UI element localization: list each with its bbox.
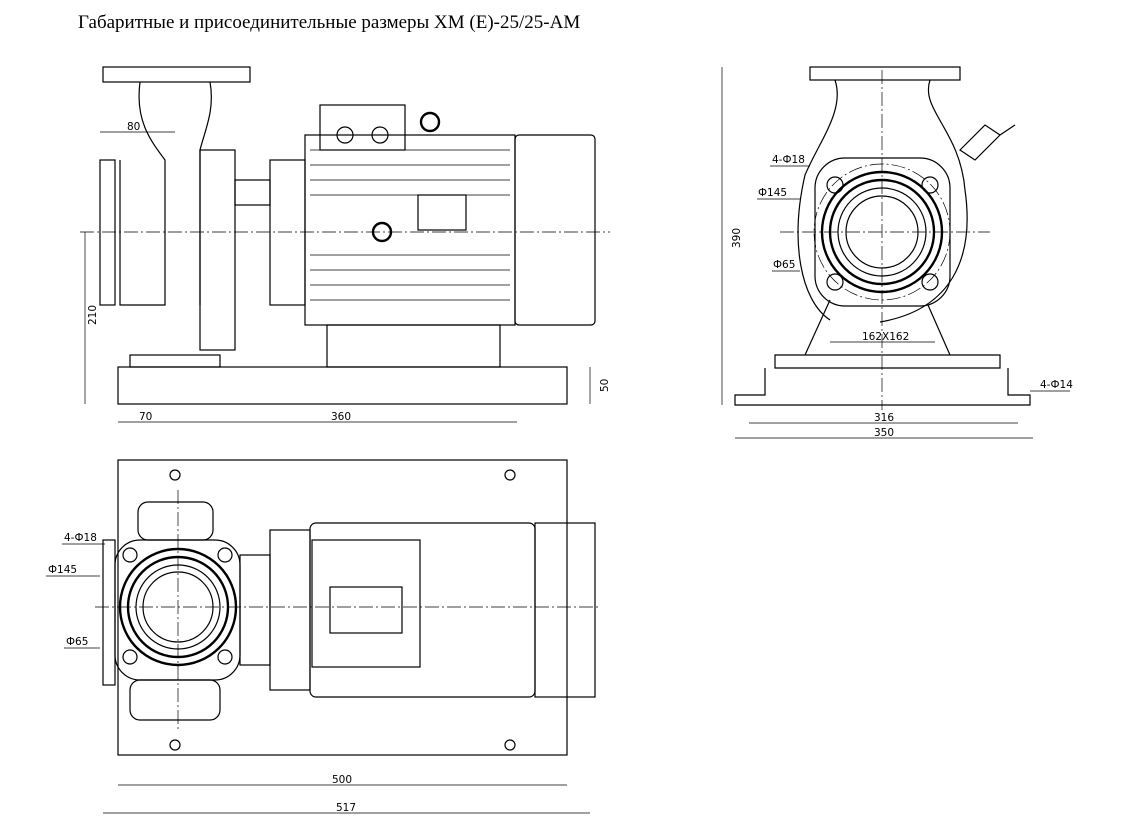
motor-fins xyxy=(310,149,510,301)
dim-50: 50 xyxy=(599,379,611,392)
pump-casing xyxy=(119,81,212,306)
dia-145-label: Ф145 xyxy=(758,187,787,199)
dim-350: 350 xyxy=(874,427,894,439)
dim-80: 80 xyxy=(127,121,140,133)
drawing-title: Габаритные и присоединительные размеры X… xyxy=(78,12,581,33)
bolt-holes-label: 4-Ф18 xyxy=(64,532,97,544)
dia-65-label: Ф65 xyxy=(773,259,795,271)
front-view: 80 210 50 70 360 xyxy=(80,66,611,423)
plan-view: 4-Ф18 Ф145 Ф65 500 517 xyxy=(46,459,600,814)
terminal-box xyxy=(311,539,421,668)
suction-flange xyxy=(102,539,116,686)
discharge-flange xyxy=(809,66,961,81)
motor-body xyxy=(309,522,536,698)
nameplate xyxy=(417,194,467,231)
motor-flange xyxy=(269,159,306,306)
motor-body xyxy=(304,134,516,326)
dim-390: 390 xyxy=(731,228,743,248)
base-plate xyxy=(117,459,568,756)
volute xyxy=(797,79,968,323)
flange-square-label: 162X162 xyxy=(862,331,909,343)
pump-foot xyxy=(129,354,221,368)
fan-cover xyxy=(514,134,596,326)
dim-70: 70 xyxy=(139,411,152,423)
base-plate xyxy=(117,366,568,405)
side-view: 390 4-Ф18 Ф145 Ф65 162X162 316 350 4-Ф14 xyxy=(721,66,1073,439)
base-holes-label: 4-Ф14 xyxy=(1040,379,1073,391)
discharge-flange xyxy=(102,66,251,83)
eye-bolt xyxy=(419,111,441,133)
dim-210: 210 xyxy=(87,305,99,325)
suction-flange xyxy=(99,159,116,306)
motor-pedestal xyxy=(326,324,501,368)
dim-517: 517 xyxy=(336,802,356,814)
bolt-holes-label: 4-Ф18 xyxy=(772,154,805,166)
terminal-box xyxy=(319,104,406,151)
dia-65-label: Ф65 xyxy=(66,636,88,648)
dim-316: 316 xyxy=(874,412,894,424)
pump-bracket xyxy=(199,149,236,351)
dia-145-label: Ф145 xyxy=(48,564,77,576)
coupling xyxy=(234,179,271,206)
dim-500: 500 xyxy=(332,774,352,786)
base-plate xyxy=(734,354,1031,406)
dim-360: 360 xyxy=(331,411,351,423)
fan-cover xyxy=(534,522,596,698)
